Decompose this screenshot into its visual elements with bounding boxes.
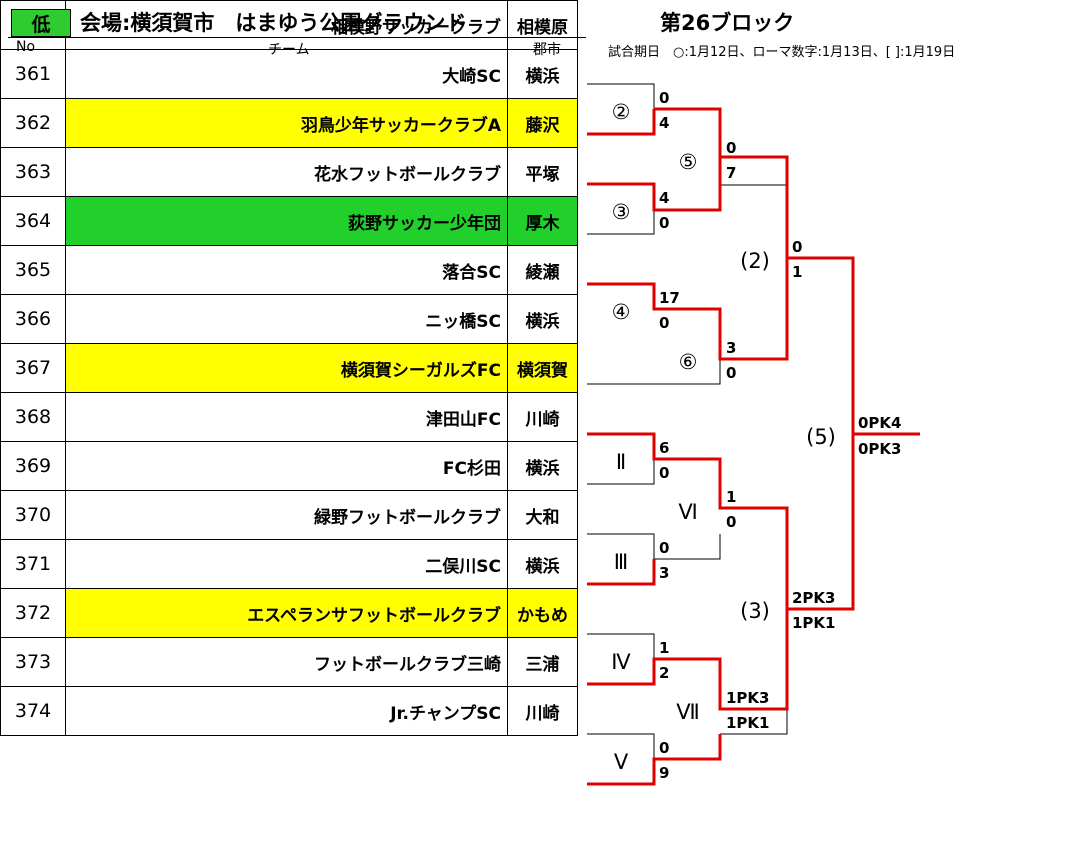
score: 0 — [659, 539, 669, 557]
venue-title: 会場:横須賀市 はまゆう公園グラウンド — [80, 11, 467, 35]
team-no: 368 — [0, 392, 66, 442]
match-label: Ⅳ — [611, 650, 631, 674]
team-name: 羽鳥少年サッカークラブA — [65, 98, 508, 148]
match-label: ③ — [612, 200, 631, 224]
team-city: 藤沢 — [507, 98, 578, 148]
score: 17 — [659, 289, 680, 307]
bracket-lines-red — [587, 107, 920, 786]
team-no: 364 — [0, 196, 66, 246]
team-city: 厚木 — [507, 196, 578, 246]
score: 3 — [659, 564, 669, 582]
team-no: 374 — [0, 686, 66, 736]
col-header-team: チーム — [268, 42, 310, 58]
match-label: ④ — [612, 300, 631, 324]
score: 0PK4 — [858, 414, 902, 432]
team-no: 371 — [0, 539, 66, 589]
score: 9 — [659, 764, 669, 782]
team-no: 367 — [0, 343, 66, 393]
team-city: 横須賀 — [507, 343, 578, 393]
team-no: 366 — [0, 294, 66, 344]
col-header-city: 郡市 — [533, 42, 561, 58]
score: 7 — [726, 164, 736, 182]
score: 1 — [659, 639, 669, 657]
score: 1PK1 — [792, 614, 836, 632]
team-no: 370 — [0, 490, 66, 540]
team-name: 花水フットボールクラブ — [65, 147, 508, 197]
score: 0 — [659, 464, 669, 482]
score: 3 — [726, 339, 736, 357]
score: 0 — [726, 364, 736, 382]
match-label: Ⅱ — [616, 450, 626, 474]
score: 0 — [659, 214, 669, 232]
team-name: 二俣川SC — [65, 539, 508, 589]
team-no: 362 — [0, 98, 66, 148]
match-label: ② — [612, 100, 631, 124]
date-legend: 試合期日 ○:1月12日、ローマ数字:1月13日、[ ]:1月19日 — [608, 45, 956, 60]
score: 6 — [659, 439, 669, 457]
score: 0PK3 — [858, 440, 902, 458]
team-city: かもめ — [507, 588, 578, 638]
team-name: Jr.チャンプSC — [65, 686, 508, 736]
team-city: 川崎 — [507, 392, 578, 442]
team-city: 横浜 — [507, 49, 578, 99]
team-no: 365 — [0, 245, 66, 295]
score: 0 — [659, 314, 669, 332]
team-name: エスペランサフットボールクラブ — [65, 588, 508, 638]
score: 1PK1 — [726, 714, 770, 732]
match-label: (5) — [806, 425, 836, 449]
score: 4 — [659, 114, 669, 132]
score: 1PK3 — [726, 689, 770, 707]
score: 1 — [726, 488, 736, 506]
score: 0 — [792, 238, 802, 256]
team-city: 相模原 — [507, 0, 578, 50]
col-header-no: No — [16, 39, 36, 55]
score: 0 — [659, 739, 669, 757]
score: 0 — [659, 89, 669, 107]
match-label: (2) — [740, 249, 770, 273]
team-city: 大和 — [507, 490, 578, 540]
score: 4 — [659, 189, 669, 207]
score: 2 — [659, 664, 669, 682]
team-name: 横須賀シーガルズFC — [65, 343, 508, 393]
team-name: 大崎SC — [65, 49, 508, 99]
match-label: (3) — [740, 599, 770, 623]
team-city: 横浜 — [507, 441, 578, 491]
block-title: 第26ブロック — [660, 11, 795, 35]
team-name: 落合SC — [65, 245, 508, 295]
score: 2PK3 — [792, 589, 836, 607]
score: 0 — [726, 513, 736, 531]
team-name: フットボールクラブ三崎 — [65, 637, 508, 687]
match-label: Ⅴ — [614, 750, 629, 774]
team-name: FC杉田 — [65, 441, 508, 491]
team-name: 緑野フットボールクラブ — [65, 490, 508, 540]
team-city: 川崎 — [507, 686, 578, 736]
team-city: 横浜 — [507, 294, 578, 344]
match-label: Ⅲ — [614, 550, 628, 574]
match-label: ⑥ — [679, 350, 698, 374]
score: 1 — [792, 263, 802, 281]
score: 0 — [726, 139, 736, 157]
team-name: 荻野サッカー少年団 — [65, 196, 508, 246]
match-label: Ⅵ — [678, 500, 697, 524]
match-label: ⑤ — [679, 150, 698, 174]
team-name: 相模野サッカークラブ — [65, 0, 508, 50]
team-no: 363 — [0, 147, 66, 197]
level-badge: 低 — [11, 9, 71, 37]
match-label: Ⅶ — [676, 700, 700, 724]
header-divider — [8, 37, 586, 38]
